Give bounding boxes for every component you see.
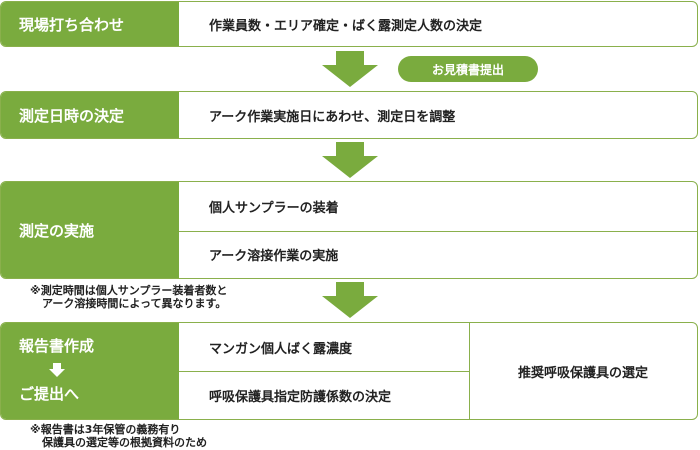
step-report: 報告書作成 ご提出へ マンガン個人ばく露濃度 呼吸保護具指定防護係数の決定 推奨…	[0, 322, 698, 420]
report-label-bottom: ご提出へ	[19, 385, 80, 403]
step-detail: 作業員数・エリア確定・ばく露測定人数の決定	[209, 18, 483, 34]
report-result: 推奨呼吸保護具の選定	[517, 365, 648, 381]
down-arrow-icon	[322, 51, 378, 87]
report-note: ※報告書は3年保管の義務有り 保護具の選定等の根拠資料のため	[30, 423, 207, 449]
step-site-meeting: 現場打ち合わせ 作業員数・エリア確定・ばく露測定人数の決定	[0, 1, 698, 47]
step-detail: アーク溶接作業の実施	[209, 249, 339, 264]
down-arrow-icon	[322, 142, 378, 178]
step-label: 測定の実施	[1, 182, 179, 278]
note-line: ※報告書は3年保管の義務有り	[30, 423, 181, 436]
step-label: 現場打ち合わせ	[1, 2, 179, 46]
divider	[469, 323, 470, 419]
report-detail: マンガン個人ばく露濃度	[209, 341, 353, 357]
divider	[179, 231, 697, 232]
divider	[179, 371, 469, 372]
measurement-note: ※測定時間は個人サンプラー装着者数と アーク溶接時間によって異なります。	[30, 284, 227, 310]
step-schedule: 測定日時の決定 アーク作業実施日にあわせ、測定日を調整	[0, 91, 698, 139]
report-detail: 呼吸保護具指定防護係数の決定	[209, 389, 392, 405]
note-line: 保護具の選定等の根拠資料のため	[42, 436, 207, 449]
quote-badge: お見積書提出	[398, 56, 538, 82]
note-line: ※測定時間は個人サンプラー装着者数と	[30, 284, 228, 297]
note-line: アーク溶接時間によって異なります。	[42, 297, 227, 310]
report-label: 報告書作成 ご提出へ	[1, 323, 179, 419]
down-arrow-icon	[49, 363, 65, 377]
step-detail: アーク作業実施日にあわせ、測定日を調整	[209, 109, 456, 125]
report-label-top: 報告書作成	[19, 337, 95, 355]
down-arrow-icon	[322, 282, 378, 318]
step-measurement: 測定の実施 個人サンプラーの装着 アーク溶接作業の実施	[0, 181, 698, 279]
step-detail: 個人サンプラーの装着	[209, 201, 339, 216]
step-label: 測定日時の決定	[1, 92, 179, 138]
